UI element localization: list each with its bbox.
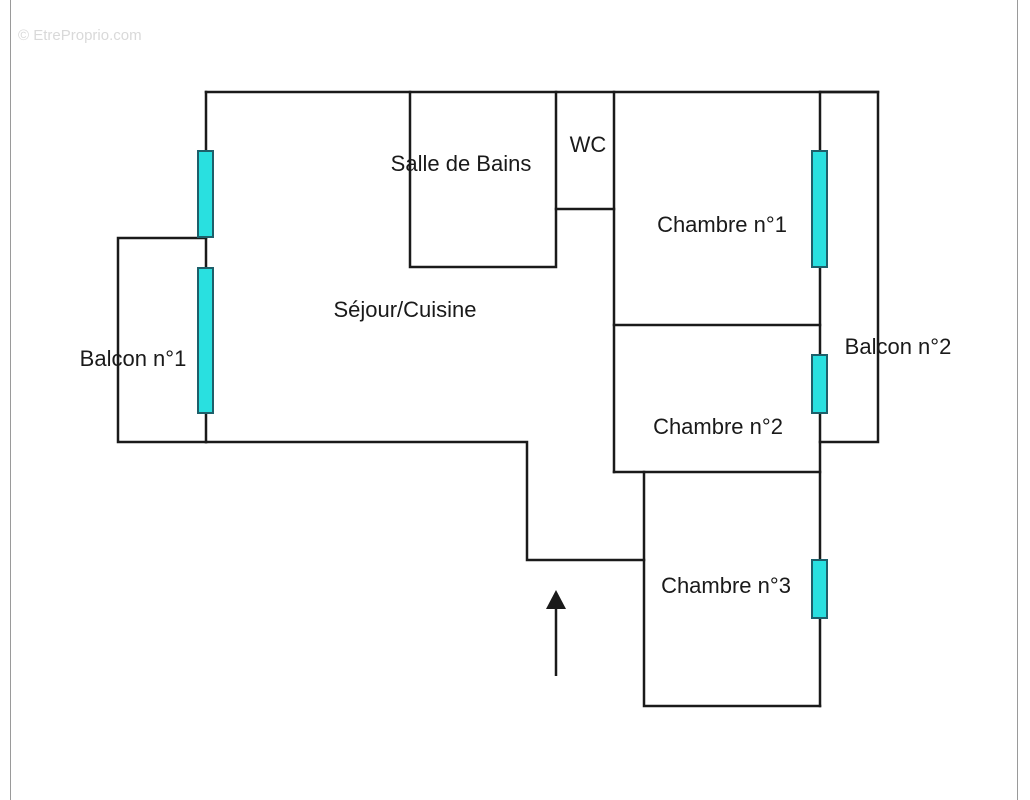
label-wc: WC: [570, 132, 607, 157]
wall-salle-de-bains: [408, 90, 558, 269]
label-chambre-2: Chambre n°2: [653, 414, 783, 439]
label-chambre-3: Chambre n°3: [661, 573, 791, 598]
label-balcon-2: Balcon n°2: [845, 334, 952, 359]
wall-chambre-3: [642, 470, 822, 708]
arrow-head: [546, 590, 566, 609]
wall-balcon-1: [116, 236, 208, 444]
window-living-lower: [197, 267, 214, 414]
label-balcon-1: Balcon n°1: [80, 346, 187, 371]
wall-living-bottom: [204, 440, 646, 562]
windows: [197, 150, 828, 619]
watermark: © EtreProprio.com: [18, 27, 142, 44]
window-chambre-3: [811, 559, 828, 619]
window-chambre-1: [811, 150, 828, 268]
walls: [116, 90, 880, 708]
room-labels: Salle de Bains WC Chambre n°1 Séjour/Cui…: [80, 132, 952, 598]
wall-balcon-2: [818, 90, 880, 444]
window-living-upper: [197, 150, 214, 238]
entrance-arrow: [546, 590, 566, 676]
label-chambre-1: Chambre n°1: [657, 212, 787, 237]
label-sejour-cuisine: Séjour/Cuisine: [333, 297, 476, 322]
label-salle-de-bains: Salle de Bains: [391, 151, 532, 176]
window-chambre-2: [811, 354, 828, 414]
